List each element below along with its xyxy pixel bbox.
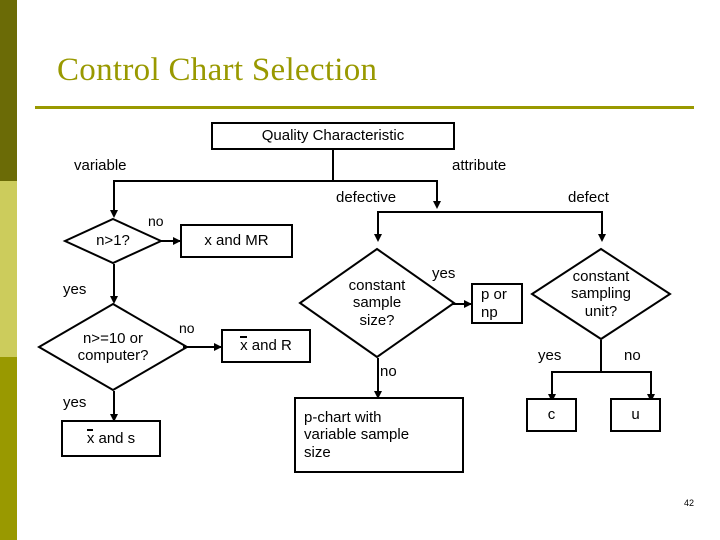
- arrowhead-defect-down: [598, 234, 606, 242]
- edge-css-to-pnp: [452, 303, 472, 305]
- node-u-chart-label: u: [631, 406, 640, 424]
- decision-n-ge-10-line2: computer?: [77, 347, 149, 364]
- node-p-or-np: p or np: [471, 283, 523, 324]
- slide-title: Control Chart Selection: [57, 52, 378, 88]
- sidebar-band-bottom: [0, 357, 17, 540]
- branch-label-attribute: attribute: [452, 157, 507, 174]
- decision-constant-sampling-unit-line2: sampling: [570, 285, 632, 303]
- edge-attribute-down: [436, 180, 438, 203]
- edge-label-no-2: no: [179, 320, 195, 336]
- node-quality-characteristic: Quality Characteristic: [211, 122, 455, 150]
- edge-label-yes-1: yes: [63, 281, 87, 298]
- decision-n-ge-10-line1: n>=10 or: [82, 329, 144, 347]
- arrowhead-attribute-down: [433, 201, 441, 209]
- decision-constant-sample-size-line2: sample: [352, 294, 402, 312]
- node-p-chart-variable-sample-size: p-chart with variable sample size: [294, 397, 464, 473]
- edge-label-yes-2: yes: [63, 394, 87, 411]
- edge-label-no-csu: no: [624, 347, 641, 364]
- edge-defective-down: [377, 211, 379, 236]
- node-quality-characteristic-label: Quality Characteristic: [261, 127, 405, 145]
- edge-label-no-1: no: [148, 213, 164, 229]
- decision-n-ge-10-or-computer: n>=10 or computer?: [38, 303, 188, 391]
- node-x-bar-and-s-rest: and s: [94, 429, 136, 447]
- node-x-bar-and-s: x and s: [61, 420, 161, 457]
- edge-csu-to-u: [650, 371, 652, 397]
- edge-root-stem: [332, 150, 334, 181]
- decision-constant-sampling-unit-line3: unit?: [584, 302, 618, 320]
- edge-label-no-css: no: [380, 363, 397, 380]
- edge-n1-to-n10: [113, 264, 115, 300]
- page-number: 42: [683, 498, 694, 508]
- edge-csu-split: [551, 371, 651, 373]
- arrowhead-n10-to-xbars: [110, 414, 118, 422]
- arrowhead-variable-down: [110, 210, 118, 218]
- node-p-chart-line3: size: [304, 443, 331, 461]
- edge-top-split: [113, 180, 438, 182]
- node-x-bar-and-r-rest: and R: [247, 337, 292, 355]
- arrowhead-css-to-pchart: [374, 391, 382, 399]
- node-x-bar-and-r-barred: x: [240, 336, 248, 355]
- node-c-chart: c: [526, 398, 577, 432]
- edge-csu-stem: [600, 340, 602, 372]
- arrowhead-n10-to-xbarr: [214, 343, 222, 351]
- decision-constant-sample-size: constant sample size?: [299, 248, 455, 358]
- branch-label-defect: defect: [568, 189, 609, 206]
- title-underline-rule: [35, 106, 694, 109]
- edge-n10-to-xbars: [113, 391, 115, 419]
- node-p-or-np-line2: np: [481, 303, 498, 321]
- edge-csu-to-c: [551, 371, 553, 397]
- decision-constant-sampling-unit: constant sampling unit?: [531, 248, 671, 340]
- node-x-bar-and-s-barred: x: [86, 428, 95, 447]
- branch-label-defective: defective: [336, 189, 397, 206]
- edge-n10-to-xbarr: [183, 346, 221, 348]
- node-u-chart: u: [610, 398, 661, 432]
- edge-label-yes-csu: yes: [538, 347, 562, 364]
- node-p-or-np-line1: p or: [481, 286, 507, 304]
- decision-constant-sampling-unit-line1: constant: [572, 268, 630, 286]
- decision-constant-sample-size-line3: size?: [359, 311, 395, 329]
- branch-label-variable: variable: [74, 157, 127, 174]
- decision-n-greater-than-1-label: n>1?: [96, 232, 130, 250]
- node-c-chart-label: c: [547, 406, 556, 424]
- edge-n1-to-xmr: [160, 240, 180, 242]
- arrowhead-css-to-pnp: [464, 300, 472, 308]
- decision-constant-sample-size-line1: constant: [348, 277, 406, 295]
- edge-attribute-split: [377, 211, 602, 213]
- decision-n-greater-than-1: n>1?: [64, 218, 162, 264]
- edge-defect-down: [601, 211, 603, 236]
- edge-css-to-pchart: [377, 358, 379, 396]
- node-x-and-mr: x and MR: [180, 224, 293, 258]
- edge-label-yes-css: yes: [432, 265, 456, 282]
- edge-variable-down: [113, 180, 115, 212]
- node-p-chart-line1: p-chart with: [304, 409, 382, 427]
- node-x-bar-and-r: x and R: [221, 329, 311, 363]
- arrowhead-n1-to-n10: [110, 296, 118, 304]
- node-x-and-mr-label: x and MR: [204, 232, 269, 250]
- sidebar-band-middle: [0, 181, 17, 357]
- arrowhead-n1-to-xmr: [173, 237, 181, 245]
- sidebar-band-top: [0, 0, 17, 181]
- arrowhead-defective-down: [374, 234, 382, 242]
- node-p-chart-line2: variable sample: [304, 426, 410, 444]
